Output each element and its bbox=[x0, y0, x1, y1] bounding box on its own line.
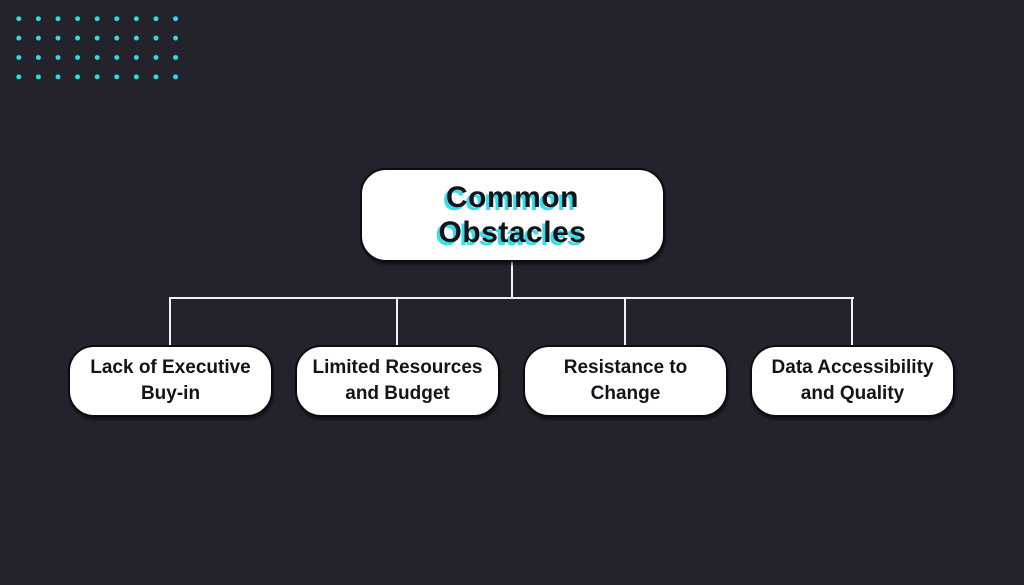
dot-pattern-decoration bbox=[5, 5, 185, 85]
child-node-resistance-change: Resistance to Change bbox=[523, 345, 728, 417]
connector-drop-1 bbox=[169, 297, 171, 346]
root-node-common-obstacles: Common Obstacles bbox=[360, 168, 665, 262]
connector-horizontal-rail bbox=[169, 297, 854, 299]
child-node-data-accessibility: Data Accessibility and Quality bbox=[750, 345, 955, 417]
child-node-executive-buy-in: Lack of Executive Buy-in bbox=[68, 345, 273, 417]
connector-drop-3 bbox=[624, 297, 626, 346]
connector-root-stub bbox=[511, 261, 513, 299]
connector-drop-2 bbox=[396, 297, 398, 346]
child-node-resources-budget: Limited Resources and Budget bbox=[295, 345, 500, 417]
connector-drop-4 bbox=[851, 297, 853, 346]
